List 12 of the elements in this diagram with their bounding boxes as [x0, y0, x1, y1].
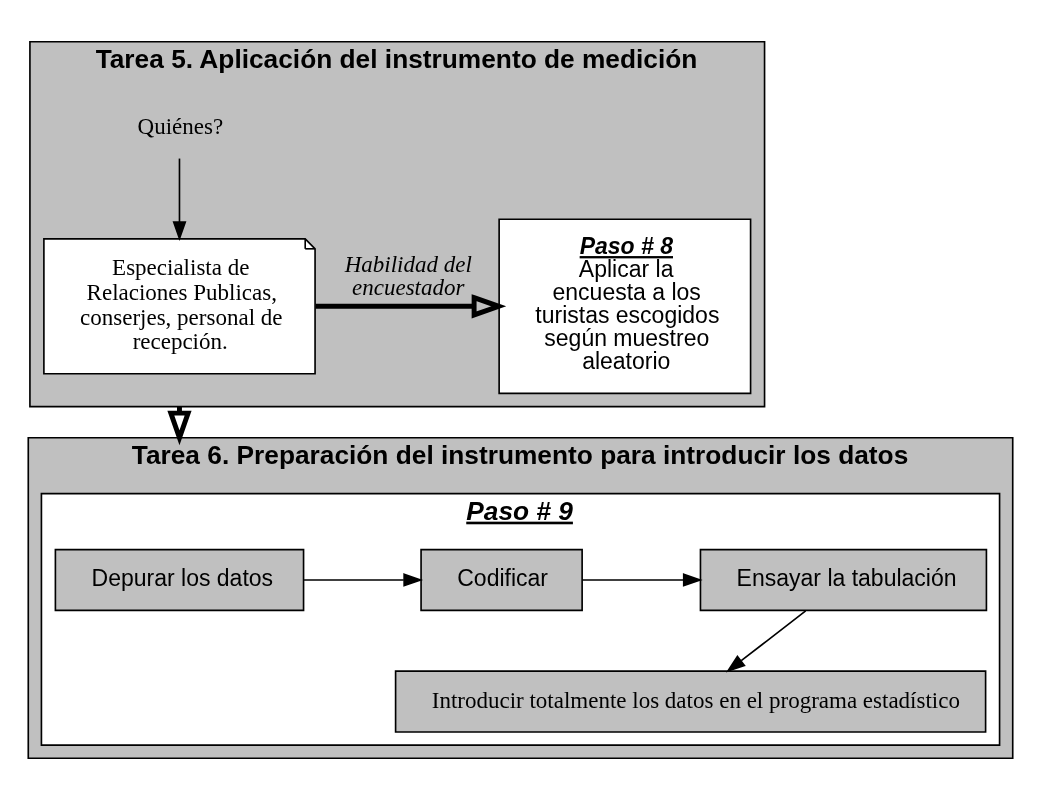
edge-label: Habilidad del encuestador	[344, 252, 472, 301]
node-box: Paso # 8 Aplicar la encuesta a los turistas escogidos según muestreo aleatorio	[498, 218, 752, 395]
node-box: Codificar	[420, 548, 583, 612]
arrow	[581, 573, 703, 587]
node-box: Introducir totalmente los datos en el programa estadístico	[394, 670, 987, 733]
node-box: Depurar los datos	[54, 548, 305, 612]
arrow	[303, 573, 424, 587]
arrow	[172, 157, 187, 242]
node-box: Ensayar la tabulación	[699, 548, 988, 612]
node-text: Quiénes?	[137, 114, 224, 140]
arrow	[315, 294, 507, 319]
arrow	[725, 610, 807, 673]
